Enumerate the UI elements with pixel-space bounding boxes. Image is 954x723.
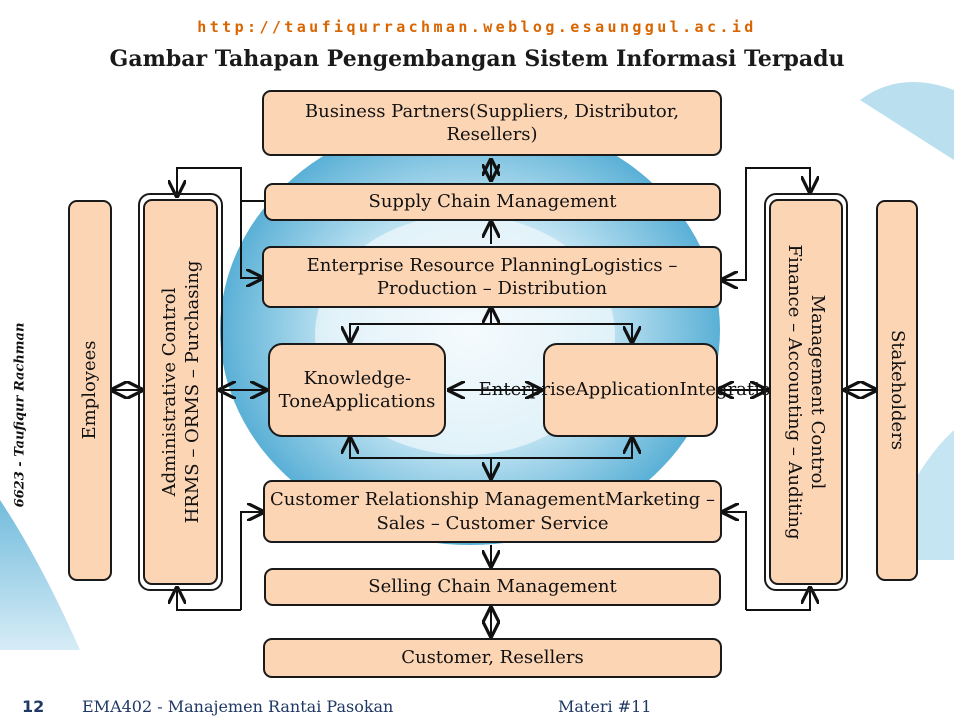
eai-line-2: Application bbox=[575, 379, 680, 401]
employees-label: Employees bbox=[68, 200, 112, 580]
selling-chain-label: Selling Chain Management bbox=[368, 576, 617, 598]
business-partners-detail: (Suppliers, Distributor, Resellers) bbox=[446, 100, 680, 145]
customer-box: Customer, Resellers bbox=[263, 638, 722, 678]
knowledge-tone-box: Knowledge-ToneApplications bbox=[268, 343, 446, 437]
arrow-admin-crm bbox=[240, 512, 263, 610]
course-name: EMA402 - Manajemen Rantai Pasokan bbox=[82, 697, 394, 716]
eai-line-1: Enterprise bbox=[478, 379, 576, 401]
eai-line-3: Integration bbox=[679, 379, 783, 401]
arrow-mgmt-crm bbox=[723, 512, 747, 610]
arrow-mgmt-scm bbox=[722, 167, 810, 280]
arrow-admin-erp bbox=[240, 201, 262, 278]
admin-control-outer bbox=[138, 193, 223, 591]
materi-label: Materi #11 bbox=[558, 697, 652, 716]
arrow-admin-selling bbox=[177, 588, 241, 611]
erp-detail: Logistics – Production – Distribution bbox=[376, 254, 678, 299]
supply-chain-label: Supply Chain Management bbox=[368, 191, 617, 213]
stakeholders-text: Stakeholders bbox=[886, 329, 908, 451]
selling-chain-box: Selling Chain Management bbox=[264, 568, 721, 606]
arrow-mgmt-selling bbox=[746, 588, 810, 611]
knowledge-line-3: Applications bbox=[322, 391, 436, 412]
customer-label: Customer, Resellers bbox=[401, 647, 584, 669]
page-number: 12 bbox=[22, 697, 45, 716]
employees-box bbox=[68, 200, 112, 581]
mgmt-control-detail: Finance – Accounting – Auditing bbox=[784, 244, 805, 540]
eai-box: EnterpriseApplicationIntegration bbox=[479, 343, 782, 437]
admin-control-box bbox=[143, 199, 218, 585]
crm-detail: Marketing – Sales – Customer Service bbox=[376, 489, 716, 534]
knowledge-line-2: Tone bbox=[278, 391, 323, 412]
employees-text: Employees bbox=[79, 340, 101, 440]
arrow-bottom-bracket bbox=[350, 438, 632, 459]
mgmt-control-box bbox=[769, 199, 843, 585]
arrow-left-top-bracket bbox=[350, 323, 632, 342]
page-title: Gambar Tahapan Pengembangan Sistem Infor… bbox=[109, 46, 845, 72]
arrow-admin-scm bbox=[177, 167, 264, 202]
business-partners-title: Business Partners bbox=[304, 100, 470, 122]
admin-control-title: Administrative Control bbox=[158, 287, 180, 497]
erp-title: Enterprise Resource Planning bbox=[306, 254, 581, 276]
admin-control-detail: HRMS – ORMS – Purchasing bbox=[182, 260, 203, 524]
crm-box: Customer Relationship ManagementMarketin… bbox=[263, 480, 722, 543]
crm-title: Customer Relationship Management bbox=[269, 489, 605, 511]
url-header: http://taufiqurrachman.weblog.esaunggul.… bbox=[197, 18, 757, 36]
mgmt-control-title: Management Control bbox=[807, 294, 829, 490]
stakeholders-box bbox=[876, 200, 918, 581]
business-partners-box: Business Partners(Suppliers, Distributor… bbox=[262, 90, 722, 156]
supply-chain-box: Supply Chain Management bbox=[264, 183, 721, 221]
stakeholders-label: Stakeholders bbox=[876, 200, 918, 580]
knowledge-line-1: Knowledge- bbox=[303, 367, 411, 389]
mgmt-control-outer bbox=[764, 193, 848, 591]
erp-box: Enterprise Resource PlanningLogistics – … bbox=[262, 246, 722, 308]
author-text: 6623 - Taufiqur Rachman bbox=[12, 322, 28, 508]
